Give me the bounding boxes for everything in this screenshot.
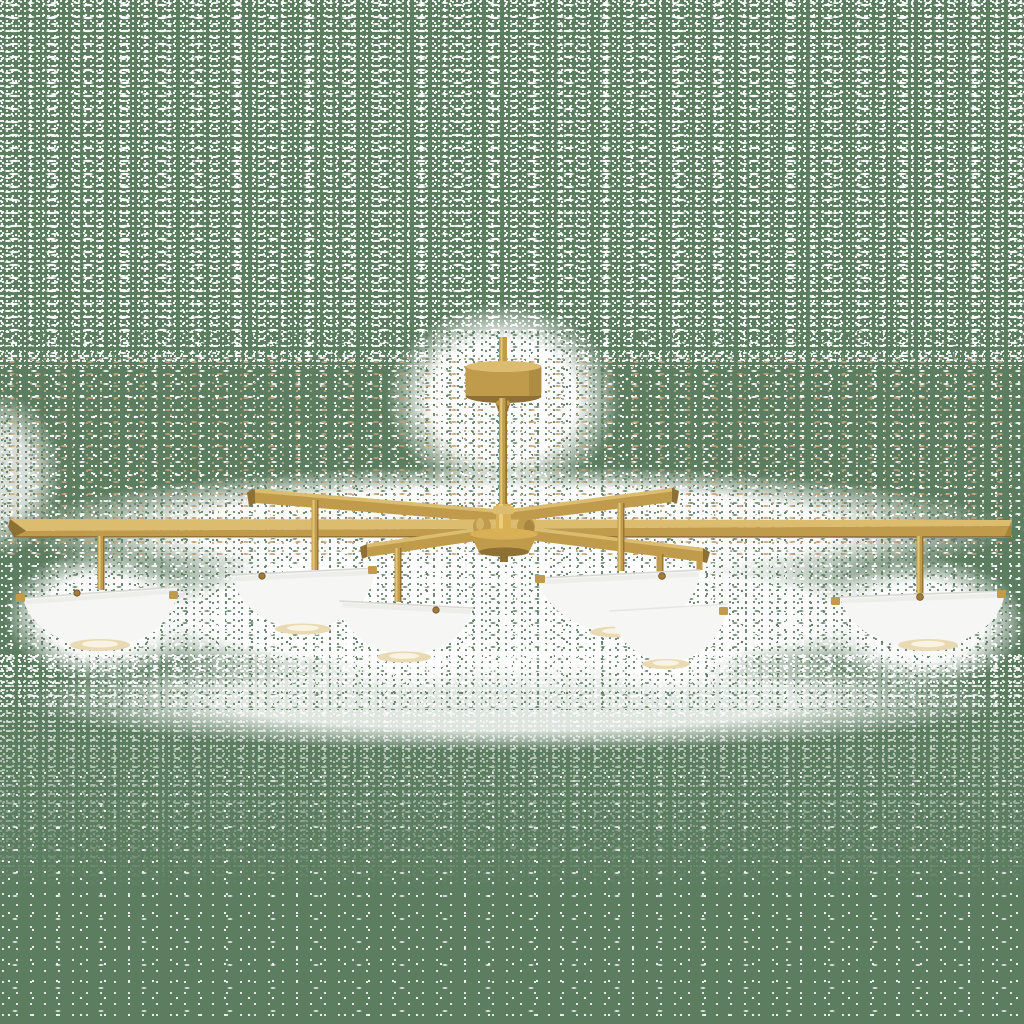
arm-lower-left-top-face	[367, 524, 503, 548]
shade-tab-right	[719, 607, 728, 615]
hanger-rod-1	[97, 536, 105, 590]
stem-highlight	[500, 337, 503, 367]
shade-screw	[258, 572, 266, 580]
arm-lower-right-top-face	[505, 524, 703, 552]
shade-rim	[22, 586, 178, 599]
arm-lower-right	[505, 524, 710, 563]
shade-shell	[610, 604, 727, 662]
shade-bowl-6	[831, 590, 1006, 651]
shade-underrim-shade	[539, 572, 699, 585]
hanger-rod-2	[311, 500, 319, 570]
arm-lower-left-end-cap	[360, 544, 367, 559]
shade-glow-bright	[82, 640, 118, 648]
hub-collar	[493, 506, 514, 514]
shade-underrim-shade	[233, 570, 374, 582]
shade-bowl-1	[16, 586, 178, 651]
shade-rim	[537, 569, 701, 579]
hanger-rod-6	[916, 536, 924, 595]
shade-bowl-2	[231, 566, 377, 635]
hanger-rod-5-stub	[696, 558, 703, 570]
arm-upper-left	[247, 489, 505, 523]
shade-glow-bright	[287, 625, 319, 631]
shade-rim	[231, 567, 376, 576]
shade-tab-left	[535, 575, 545, 583]
hub-stub	[500, 555, 508, 562]
arm-upper-right-top-face	[503, 488, 672, 514]
crossbar-right-end-cap	[1004, 520, 1012, 538]
shade-screw	[658, 572, 666, 580]
shade-rim	[339, 600, 474, 609]
shade-shell	[232, 568, 375, 629]
shade-glow-bright	[653, 660, 679, 666]
shade-bowl-5	[609, 603, 728, 669]
downrod	[499, 398, 507, 514]
hub-finial-left-highlight	[476, 518, 484, 530]
shade-screw	[916, 593, 924, 601]
hanger-rod-4	[617, 503, 625, 571]
shade-rim	[839, 590, 1006, 598]
shade-tab-right	[169, 591, 178, 599]
stem-rod	[499, 337, 507, 367]
hanger-rod-5	[656, 554, 664, 578]
shade-screw	[432, 606, 440, 614]
canopy-body	[465, 365, 542, 396]
hub-cup-top	[470, 528, 538, 540]
shade-shell	[23, 587, 178, 647]
shade-underrim-shade	[341, 602, 472, 614]
canopy-side-shadow	[529, 365, 541, 396]
shade-shell	[340, 601, 473, 655]
hub-cup-bottom	[479, 547, 529, 557]
shade-tab-left	[831, 597, 840, 605]
arm-upper-left-end-cap	[247, 489, 255, 506]
arm-upper-right	[503, 488, 679, 523]
shade-shell	[840, 591, 1005, 649]
hanger-rod-3	[394, 548, 402, 602]
downrod-highlight	[500, 398, 503, 514]
canopy	[465, 361, 542, 413]
hanger-rods	[97, 500, 924, 602]
downrod-shadow	[505, 398, 507, 514]
downrod-rod	[499, 398, 507, 514]
shade-screw	[73, 589, 81, 597]
shade-glow-bright	[911, 640, 945, 648]
shade-underrim-shade	[24, 589, 176, 605]
crossbar-left-end-cap	[8, 519, 26, 537]
shade-tab-left	[16, 594, 25, 602]
shade-glow-bright	[389, 653, 419, 659]
arm-upper-left-top-face	[255, 489, 505, 514]
shade-tab-right	[368, 566, 377, 574]
arm-lower-right-end-cap	[703, 548, 710, 563]
shade-tab-right	[997, 590, 1006, 598]
hub	[470, 504, 538, 562]
canopy-top-rim	[466, 361, 541, 372]
stem	[499, 337, 507, 367]
arm-upper-right-end-cap	[672, 488, 679, 504]
shade-bowl-3	[339, 600, 474, 663]
shade-rim	[609, 603, 728, 612]
